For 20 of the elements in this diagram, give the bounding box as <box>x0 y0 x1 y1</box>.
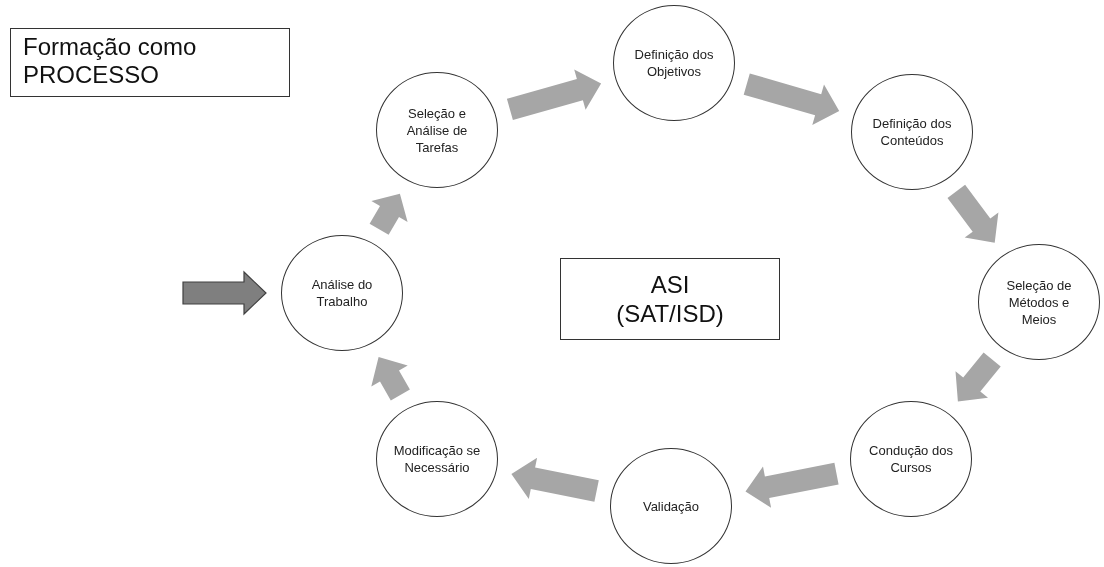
block-arrow <box>506 69 602 120</box>
block-arrow <box>745 462 839 508</box>
step-label: Definição dos Objetivos <box>633 46 715 80</box>
step-label: Modificação se Necessário <box>392 442 482 476</box>
block-arrow <box>955 352 1001 402</box>
center-label: ASI (SAT/ISD) <box>615 270 725 328</box>
block-arrow <box>369 193 408 235</box>
block-arrow <box>182 270 267 316</box>
block-arrow <box>947 184 999 243</box>
center-box <box>560 258 780 340</box>
block-arrow <box>511 457 599 502</box>
step-label: Condução dos Cursos <box>868 442 954 476</box>
step-label: Validação <box>641 497 701 515</box>
step-label: Definição dos Conteúdos <box>871 115 953 149</box>
step-label: Seleção e Análise de Tarefas <box>405 104 469 156</box>
step-label: Seleção de Métodos e Meios <box>1005 276 1073 328</box>
block-arrow <box>743 73 840 125</box>
step-label: Análise do Trabalho <box>310 276 374 310</box>
title-box: Formação como PROCESSO <box>10 28 290 97</box>
block-arrow <box>371 357 410 401</box>
